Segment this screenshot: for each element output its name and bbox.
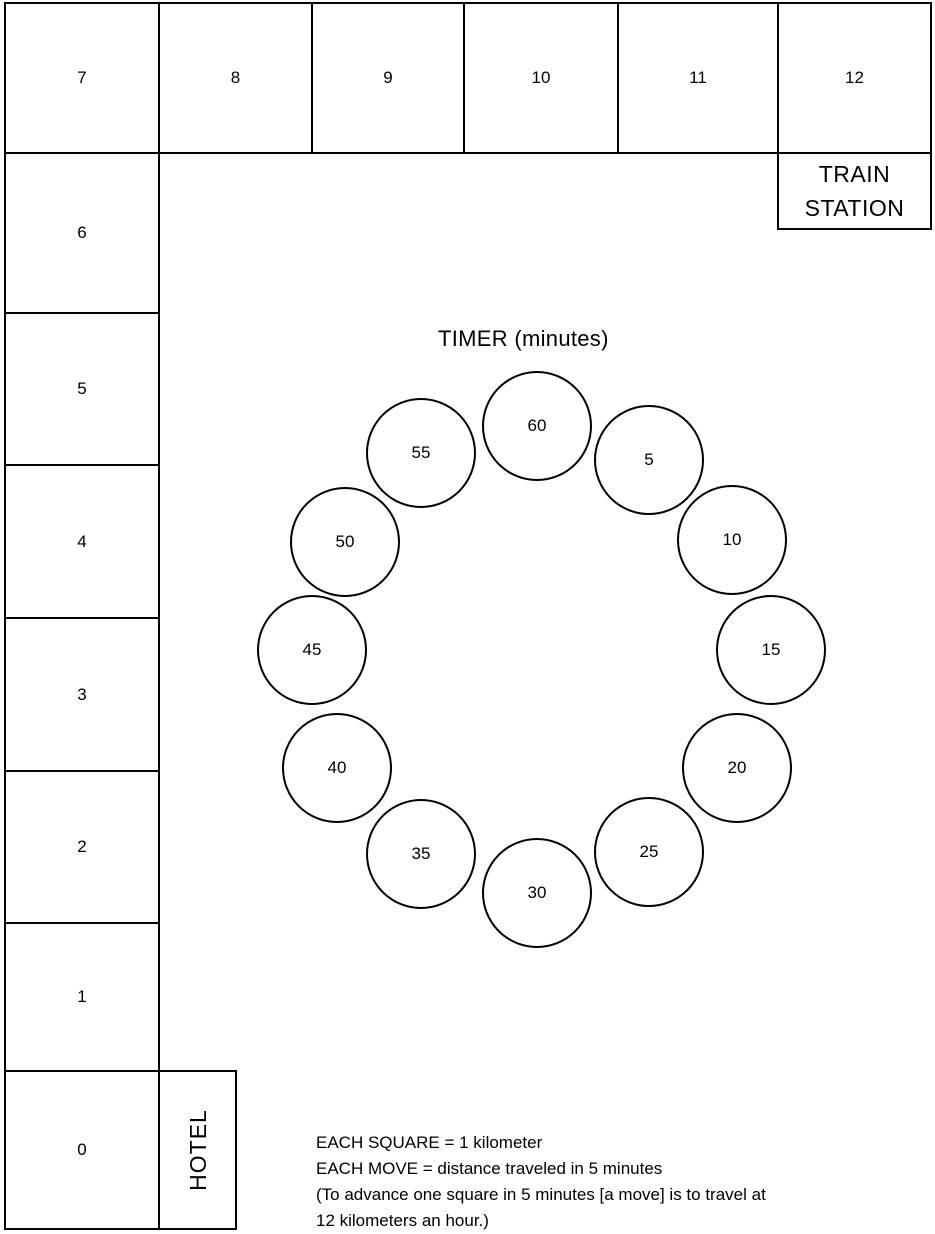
station-label-line-2: STATION: [804, 195, 905, 221]
timer-value: 15: [761, 640, 781, 659]
board-square-10[interactable]: 10: [463, 2, 619, 154]
timer-circle-50[interactable]: 50: [290, 487, 400, 597]
board-square-3[interactable]: 3: [4, 617, 160, 772]
rule-line-1: EACH SQUARE = 1 kilometer: [316, 1133, 543, 1152]
timer-value: 10: [722, 530, 742, 549]
timer-value: 55: [411, 443, 431, 462]
timer-title: TIMER (minutes): [438, 326, 609, 351]
train-station-label: TRAIN STATION: [777, 152, 932, 230]
board-square-8[interactable]: 8: [158, 2, 313, 154]
board-square-7[interactable]: 7: [4, 2, 160, 154]
board-square-4[interactable]: 4: [4, 464, 160, 619]
timer-circle-20[interactable]: 20: [682, 713, 792, 823]
timer-circle-30[interactable]: 30: [482, 838, 592, 948]
rule-line-4: 12 kilometers an hour.): [316, 1211, 489, 1230]
timer-value: 60: [527, 416, 547, 435]
hotel-label: HOTEL: [158, 1070, 237, 1230]
timer-value: 50: [335, 532, 355, 551]
board-square-11[interactable]: 11: [617, 2, 779, 154]
square-number: 6: [77, 223, 87, 242]
square-number: 11: [689, 68, 707, 87]
square-number: 7: [77, 68, 87, 87]
board-square-6[interactable]: 6: [4, 152, 160, 314]
board-square-0[interactable]: 0: [4, 1070, 160, 1230]
timer-value: 30: [527, 883, 547, 902]
timer-circle-45[interactable]: 45: [257, 595, 367, 705]
square-number: 1: [77, 987, 87, 1006]
rules-text: EACH SQUARE = 1 kilometer EACH MOVE = di…: [316, 1130, 766, 1234]
timer-circle-40[interactable]: 40: [282, 713, 392, 823]
square-number: 0: [77, 1140, 87, 1159]
board-square-12[interactable]: 12: [777, 2, 932, 154]
timer-value: 5: [644, 450, 654, 469]
square-number: 2: [77, 837, 87, 856]
board-square-1[interactable]: 1: [4, 922, 160, 1072]
square-number: 8: [230, 68, 241, 87]
timer-value: 20: [727, 758, 747, 777]
square-number: 9: [383, 68, 393, 87]
square-number: 3: [77, 684, 87, 704]
timer-value: 25: [639, 842, 659, 861]
hotel-label-text: HOTEL: [184, 1109, 211, 1191]
board-square-5[interactable]: 5: [4, 312, 160, 466]
timer-value: 35: [411, 844, 431, 863]
rule-line-3: (To advance one square in 5 minutes [a m…: [316, 1185, 766, 1204]
timer-value: 45: [302, 640, 322, 659]
square-number: 12: [845, 68, 864, 87]
station-label-line-1: TRAIN: [818, 161, 891, 187]
square-number: 4: [77, 531, 87, 551]
timer-circle-25[interactable]: 25: [594, 797, 704, 907]
square-number: 10: [531, 68, 551, 87]
timer-circle-55[interactable]: 55: [366, 398, 476, 508]
timer-circle-15[interactable]: 15: [716, 595, 826, 705]
timer-circle-60[interactable]: 60: [482, 371, 592, 481]
timer-value: 40: [327, 758, 347, 777]
square-number: 5: [77, 379, 87, 398]
board-square-2[interactable]: 2: [4, 770, 160, 924]
timer-circle-35[interactable]: 35: [366, 799, 476, 909]
rule-line-2: EACH MOVE = distance traveled in 5 minut…: [316, 1159, 663, 1178]
timer-circle-5[interactable]: 5: [594, 405, 704, 515]
timer-circle-10[interactable]: 10: [677, 485, 787, 595]
board-square-9[interactable]: 9: [311, 2, 465, 154]
